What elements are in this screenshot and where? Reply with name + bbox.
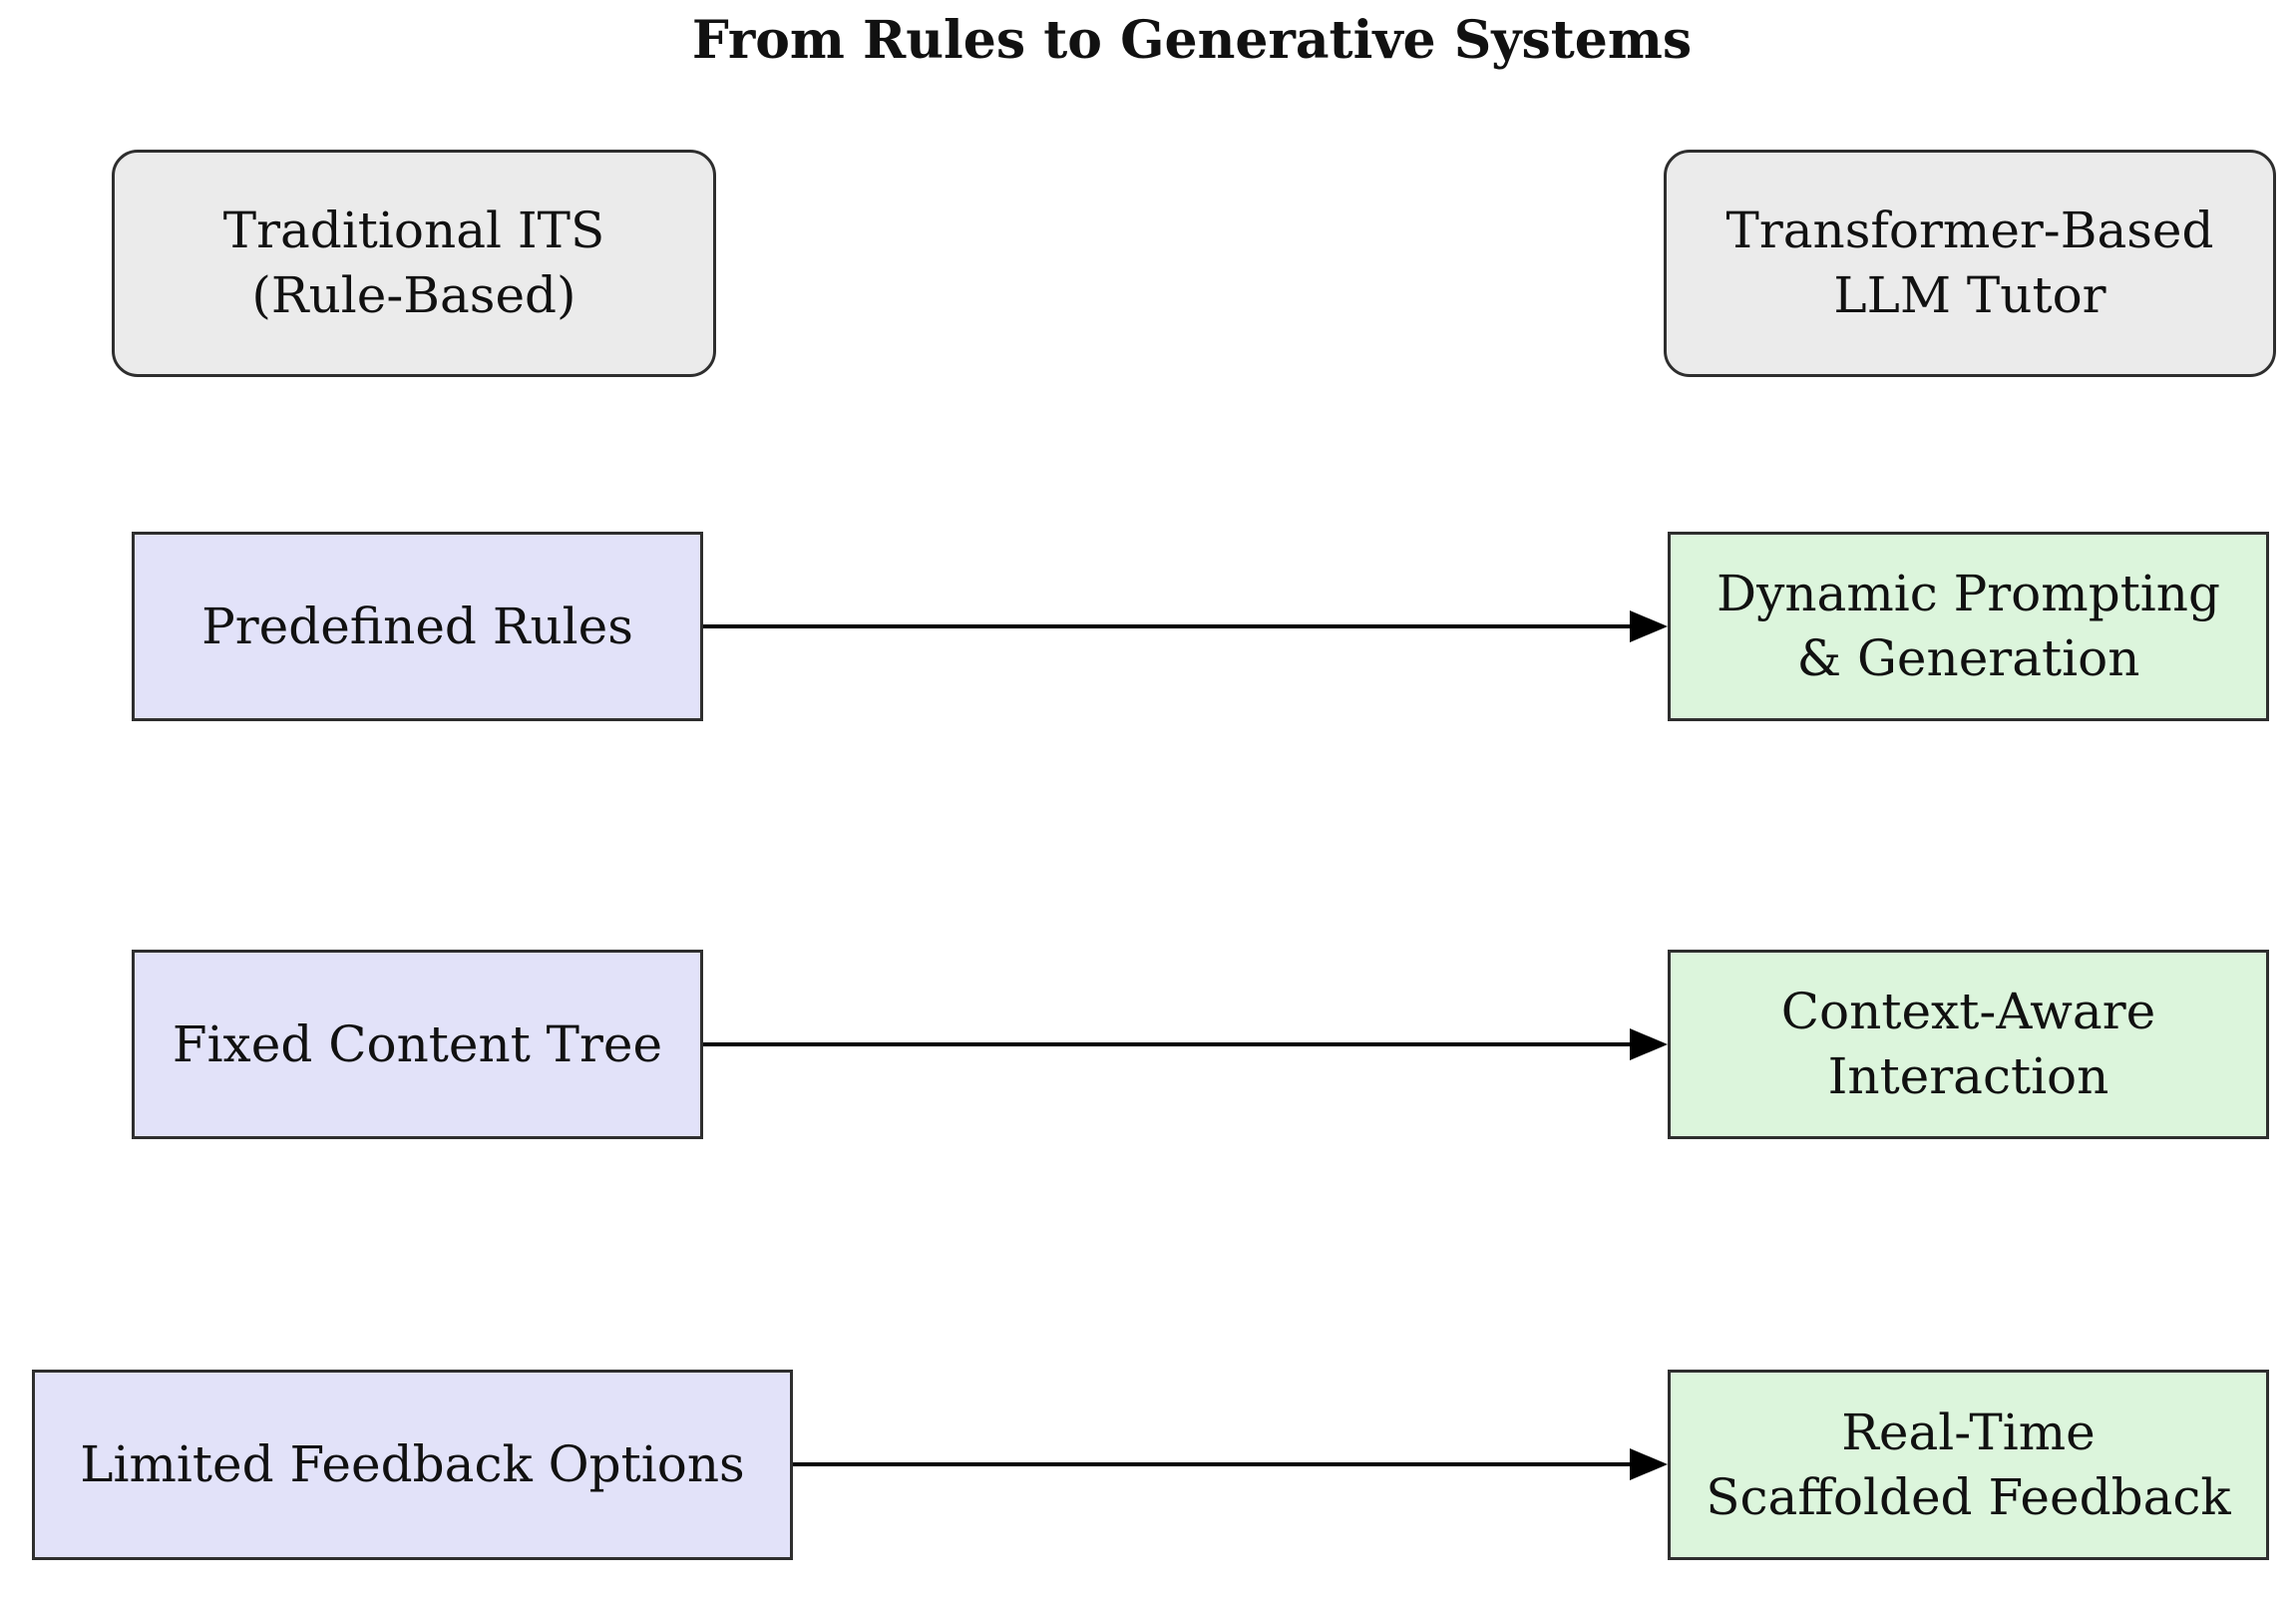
arrowhead-icon <box>1630 1448 1668 1480</box>
arrow-line-row-2 <box>703 1042 1632 1046</box>
box-label-line: & Generation <box>1796 629 2140 687</box>
box-label-line: Context-Aware <box>1780 983 2156 1040</box>
box-predefined-rules: Predefined Rules <box>132 532 703 721</box>
box-label: Limited Feedback Options <box>80 1435 745 1493</box>
arrow-line-row-3 <box>793 1462 1632 1466</box>
box-label-line: Scaffolded Feedback <box>1706 1467 2231 1526</box>
arrow-line-row-1 <box>703 624 1632 628</box>
header-box-traditional-its: Traditional ITS (Rule-Based) <box>112 150 716 377</box>
box-dynamic-prompting: Dynamic Prompting & Generation <box>1668 532 2269 721</box>
header-label-line: Traditional ITS <box>222 201 605 259</box>
header-label-line: (Rule-Based) <box>251 266 576 324</box>
arrowhead-icon <box>1630 1028 1668 1060</box>
box-real-time-scaffolded-feedback: Real-Time Scaffolded Feedback <box>1668 1370 2269 1560</box>
header-label-line: LLM Tutor <box>1833 266 2106 324</box>
header-box-llm-tutor: Transformer-Based LLM Tutor <box>1664 150 2276 377</box>
box-label: Fixed Content Tree <box>172 1014 663 1073</box>
box-label: Predefined Rules <box>201 597 633 655</box>
box-label-line: Dynamic Prompting <box>1716 565 2220 622</box>
box-fixed-content-tree: Fixed Content Tree <box>132 950 703 1139</box>
box-context-aware-interaction: Context-Aware Interaction <box>1668 950 2269 1139</box>
box-label-line: Interaction <box>1827 1047 2109 1105</box>
header-label-line: Transformer-Based <box>1725 201 2214 259</box>
arrowhead-icon <box>1630 610 1668 642</box>
box-limited-feedback-options: Limited Feedback Options <box>32 1370 793 1560</box>
diagram-title: From Rules to Generative Systems <box>691 10 1693 71</box>
box-label-line: Real-Time <box>1841 1403 2096 1461</box>
